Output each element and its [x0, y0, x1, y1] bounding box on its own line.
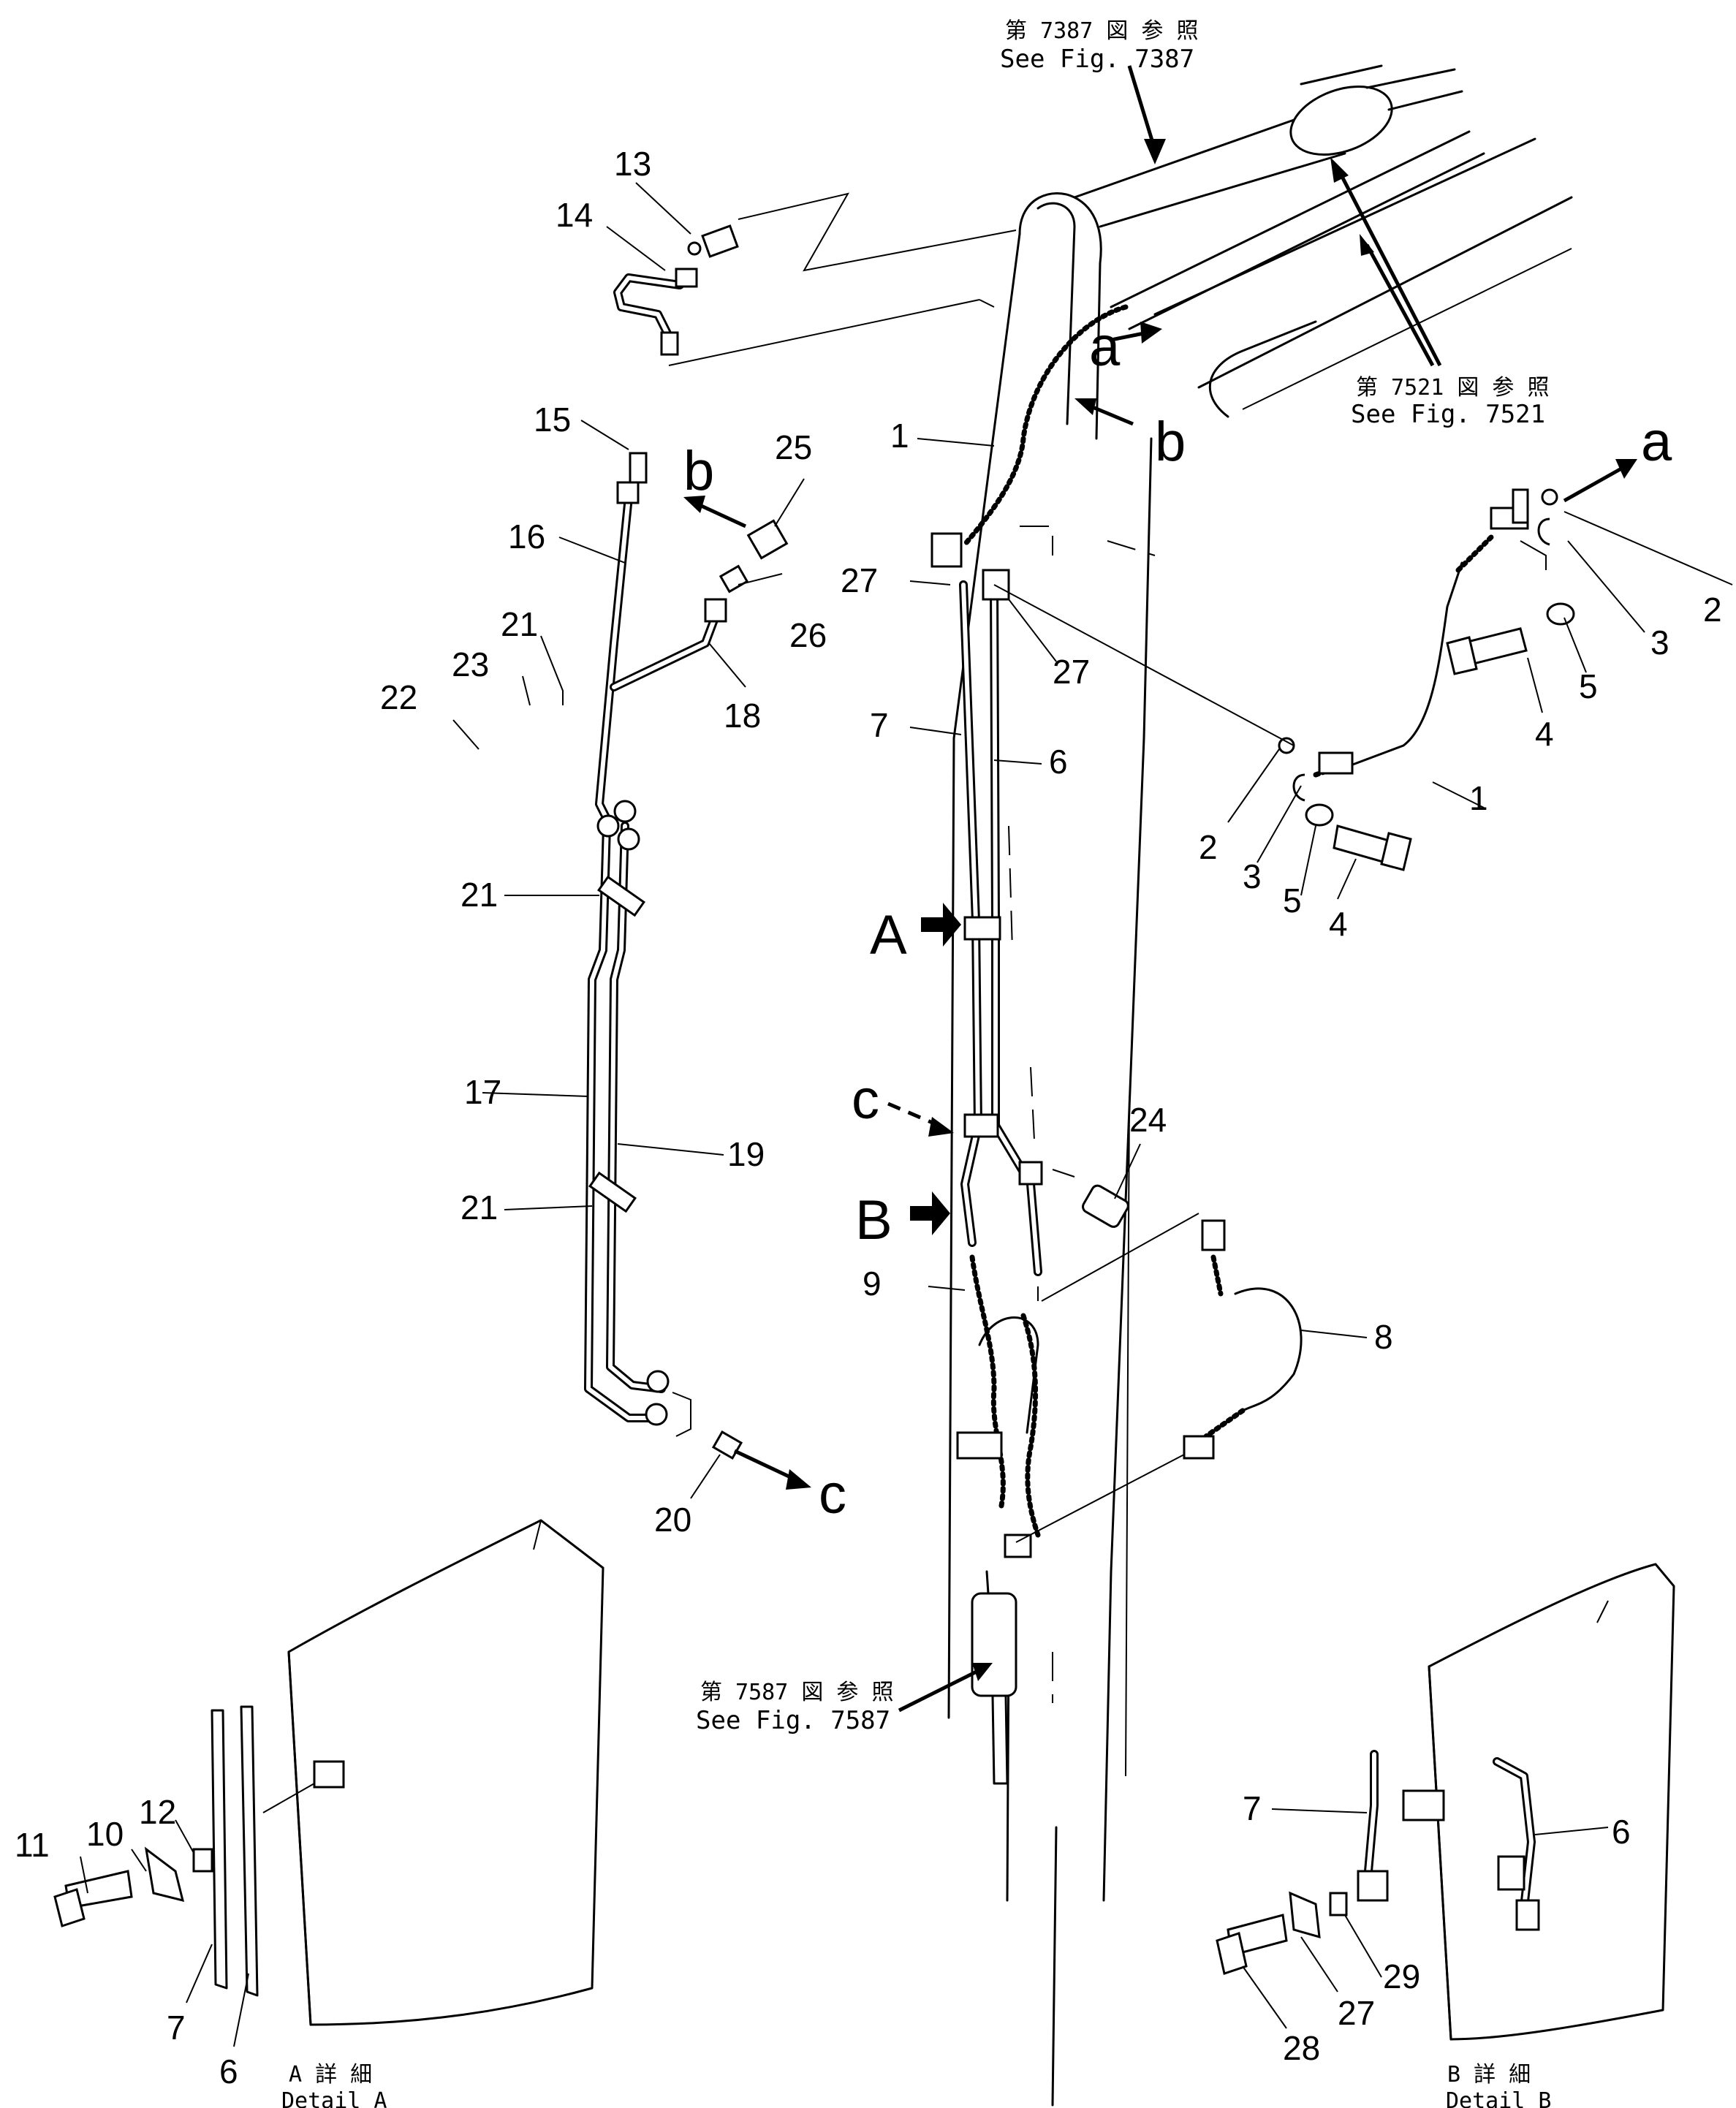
part-label-5-right: 5 [1579, 667, 1598, 705]
arrow-head-icon [1074, 398, 1096, 415]
boom-structure [947, 64, 1573, 2107]
letter-a-top: a [1089, 316, 1121, 378]
letter-b-left: b [683, 440, 714, 502]
part-label-13: 13 [614, 145, 651, 183]
part-label-11: 11 [15, 1826, 50, 1864]
hose-8-assembly [1015, 1169, 1303, 1543]
part-label-14: 14 [556, 196, 593, 234]
letter-c-lower: c [819, 1463, 846, 1525]
parts-13-14 [613, 192, 1017, 366]
part-label-21-mid: 21 [460, 876, 498, 914]
arrow-head-icon [683, 496, 705, 513]
leader-lines [80, 182, 1733, 2047]
arrow-head-icon [972, 1663, 993, 1681]
part-label-2-right: 2 [1703, 591, 1722, 629]
part-label-29: 29 [1383, 1957, 1420, 1995]
part-label-9: 9 [863, 1265, 882, 1303]
part-label-2-lower: 2 [1199, 828, 1218, 866]
ref-top-en: See Fig. 7387 [1000, 45, 1194, 74]
ref-bottom-jp: 第 7587 図 参 照 [700, 1680, 894, 1705]
part-label-10: 10 [86, 1815, 124, 1853]
part-label-26: 26 [789, 616, 827, 654]
part-label-24: 24 [1129, 1101, 1167, 1139]
part-label-25: 25 [775, 428, 812, 466]
letter-a-right: a [1641, 411, 1672, 473]
letter-A-detail: A [870, 904, 907, 966]
detail-a-arrow-icon [921, 903, 961, 947]
part-label-22: 22 [380, 678, 417, 716]
part-label-21-top: 21 [501, 605, 538, 643]
part-label-28: 28 [1283, 2029, 1320, 2067]
part-label-1-right: 1 [1469, 779, 1488, 817]
reference-arrows [683, 65, 1637, 1713]
part-label-21-low: 21 [460, 1188, 498, 1226]
arrow-letter-labels: a b a b c c A B [683, 316, 1672, 1525]
arrow-head-icon [786, 1469, 811, 1490]
part-label-6: 6 [1049, 743, 1068, 781]
arrow-head-icon [1144, 139, 1166, 164]
part-label-4-right: 4 [1535, 715, 1554, 753]
detail-b-en: Detail B [1446, 2088, 1552, 2108]
ref-right-jp: 第 7521 図 参 照 [1356, 375, 1550, 401]
part-label-7: 7 [870, 706, 889, 744]
part-number-labels: 1 1 2 2 3 3 4 4 5 5 6 6 6 7 7 7 8 9 10 1… [15, 145, 1722, 2090]
detail-b-illustration [1216, 1563, 1675, 2041]
right-hose-assembly [993, 488, 1575, 871]
left-pipe-assembly [584, 452, 789, 1460]
ref-top-jp: 第 7387 図 参 照 [1005, 18, 1199, 44]
part-label-18: 18 [724, 697, 761, 735]
reference-labels: 第 7387 図 参 照 See Fig. 7387 第 7521 図 参 照 … [281, 18, 1552, 2108]
detail-a-en: Detail A [281, 2088, 387, 2108]
part-label-12: 12 [139, 1793, 176, 1831]
part-label-4-lower: 4 [1329, 905, 1348, 943]
part-label-23: 23 [452, 645, 489, 683]
letter-c-upper: c [852, 1069, 879, 1131]
arm-hoses [930, 304, 1129, 1785]
part-label-3-right: 3 [1650, 623, 1669, 661]
ref-bottom-en: See Fig. 7587 [696, 1706, 890, 1735]
part-label-6-detail-a: 6 [219, 2052, 238, 2090]
part-label-27-right: 27 [1053, 653, 1090, 691]
part-label-27-detail-b: 27 [1338, 1994, 1375, 2032]
part-label-19: 19 [727, 1135, 765, 1173]
arrow-head-icon [1140, 322, 1162, 344]
part-label-3-lower: 3 [1243, 857, 1262, 895]
part-label-15: 15 [534, 401, 571, 439]
detail-a-jp: A 詳 細 [289, 2062, 372, 2088]
part-label-27-left: 27 [841, 561, 878, 599]
letter-b-top: b [1155, 411, 1186, 473]
arrow-head-icon [1330, 157, 1349, 183]
arrow-head-icon [1360, 234, 1374, 256]
detail-b-arrow-icon [910, 1191, 950, 1235]
part-label-6-detail-b: 6 [1612, 1813, 1631, 1851]
arrow-head-icon [1615, 459, 1637, 479]
part-label-8: 8 [1374, 1318, 1393, 1356]
part-label-20: 20 [654, 1501, 691, 1539]
part-label-7-detail-a: 7 [167, 2009, 186, 2047]
part-label-16: 16 [508, 517, 545, 556]
detail-b-jp: B 詳 細 [1447, 2062, 1531, 2088]
part-label-7-detail-b: 7 [1243, 1789, 1262, 1827]
part-label-1-upper: 1 [890, 417, 909, 455]
part-label-5-lower: 5 [1283, 882, 1302, 920]
letter-B-detail: B [855, 1189, 892, 1251]
arrow-head-icon [928, 1117, 954, 1137]
ref-right-en: See Fig. 7521 [1351, 400, 1545, 429]
detail-a-illustration [53, 1519, 604, 2026]
part-label-17: 17 [464, 1073, 501, 1111]
